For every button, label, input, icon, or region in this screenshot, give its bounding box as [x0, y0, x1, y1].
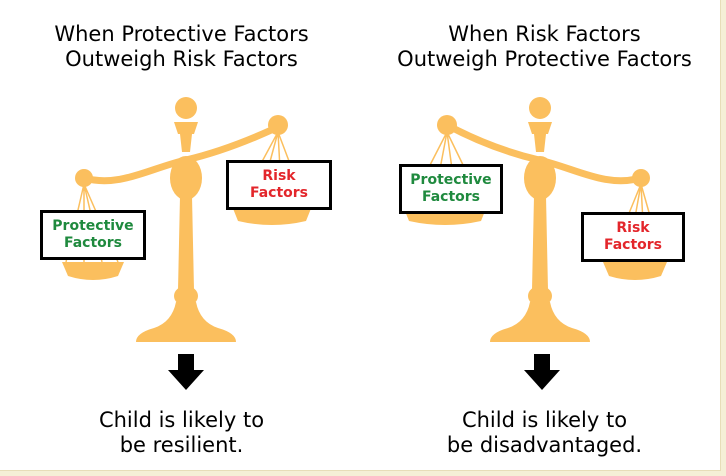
left-protective-label-2: Factors	[63, 235, 123, 251]
right-down-arrow-icon	[524, 354, 560, 390]
right-panel: When Risk Factors Outweigh Protective Fa…	[363, 0, 726, 470]
left-title-line-2: Outweigh Risk Factors	[65, 47, 298, 71]
left-result-text: Child is likely to be resilient.	[0, 408, 363, 458]
left-risk-factors-box: Risk Factors	[226, 160, 332, 210]
right-risk-label-1: Risk	[616, 220, 650, 236]
left-result-line-2: be resilient.	[119, 433, 244, 457]
right-protective-label-2: Factors	[421, 189, 481, 205]
right-protective-factors-box: Protective Factors	[399, 164, 503, 214]
right-result-text: Child is likely to be disadvantaged.	[363, 408, 726, 458]
right-risk-factors-box: Risk Factors	[581, 212, 685, 262]
right-result-line-2: be disadvantaged.	[446, 433, 643, 457]
left-title-line-1: When Protective Factors	[54, 22, 309, 46]
right-panel-title: When Risk Factors Outweigh Protective Fa…	[363, 22, 726, 72]
left-risk-label-1: Risk	[262, 168, 296, 184]
right-title-line-2: Outweigh Protective Factors	[397, 47, 692, 71]
right-title-line-1: When Risk Factors	[448, 22, 641, 46]
left-result-line-1: Child is likely to	[98, 408, 265, 432]
left-panel-title: When Protective Factors Outweigh Risk Fa…	[0, 22, 363, 72]
left-protective-factors-box: Protective Factors	[40, 210, 146, 260]
right-risk-label-2: Factors	[603, 237, 663, 253]
left-protective-label-1: Protective	[52, 218, 134, 234]
left-down-arrow-icon	[168, 354, 204, 390]
left-risk-label-2: Factors	[249, 185, 309, 201]
right-protective-label-1: Protective	[410, 172, 492, 188]
right-result-line-1: Child is likely to	[461, 408, 628, 432]
left-panel: When Protective Factors Outweigh Risk Fa…	[0, 0, 363, 470]
